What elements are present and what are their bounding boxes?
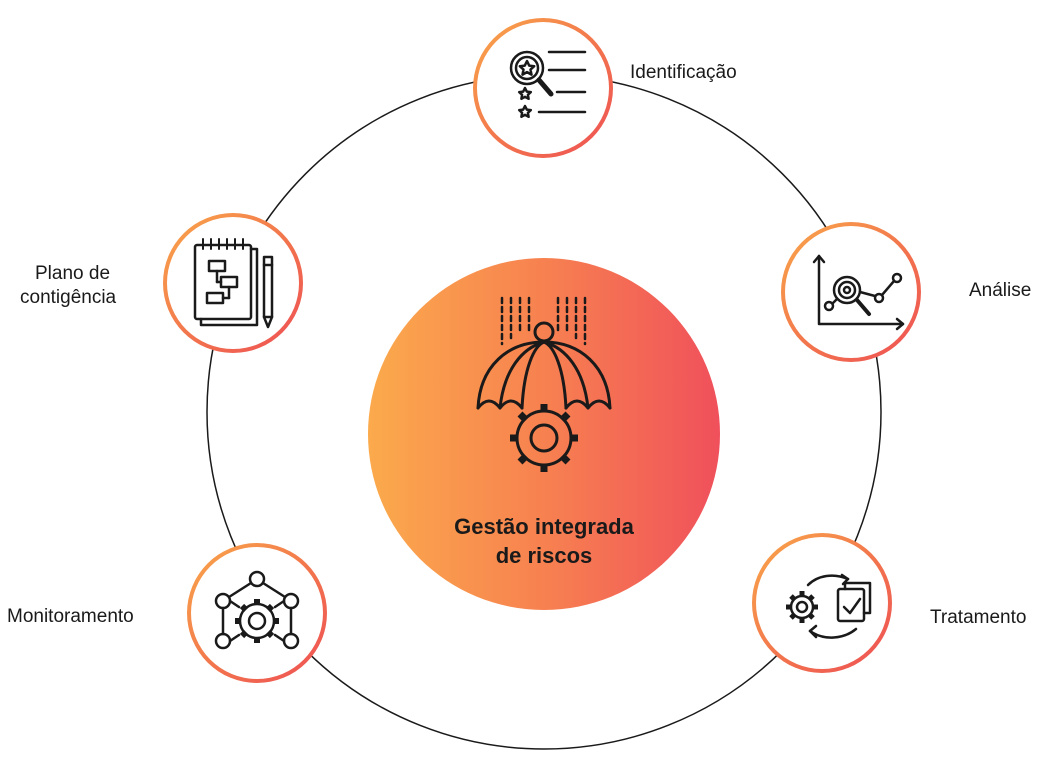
label-plano-contingencia: Plano de contigência <box>20 262 116 310</box>
gear-document-cycle-icon <box>786 573 872 639</box>
umbrella-gear-icon <box>476 296 612 472</box>
center-title: Gestão integrada de riscos <box>368 512 720 570</box>
notebook-flowchart-pencil-icon <box>193 238 274 329</box>
gear-network-icon <box>214 570 300 650</box>
label-monitoramento: Monitoramento <box>7 606 134 627</box>
label-identificacao: Identificação <box>630 62 737 83</box>
center-disc: Gestão integrada de riscos <box>368 258 720 610</box>
node-tratamento <box>752 533 892 673</box>
node-plano-contingencia <box>163 213 303 353</box>
label-tratamento: Tratamento <box>930 607 1027 628</box>
node-monitoramento <box>187 543 327 683</box>
center-title-line2: de riscos <box>495 543 593 568</box>
label-analise: Análise <box>969 280 1032 301</box>
center-title-line1: Gestão integrada <box>454 514 634 539</box>
magnifier-star-list-icon <box>509 50 587 119</box>
label-plano-line1: Plano de <box>35 263 111 284</box>
chart-target-icon <box>812 254 905 331</box>
node-analise <box>781 222 921 362</box>
node-identificacao <box>473 18 613 158</box>
label-plano-line2: contigência <box>20 287 117 308</box>
